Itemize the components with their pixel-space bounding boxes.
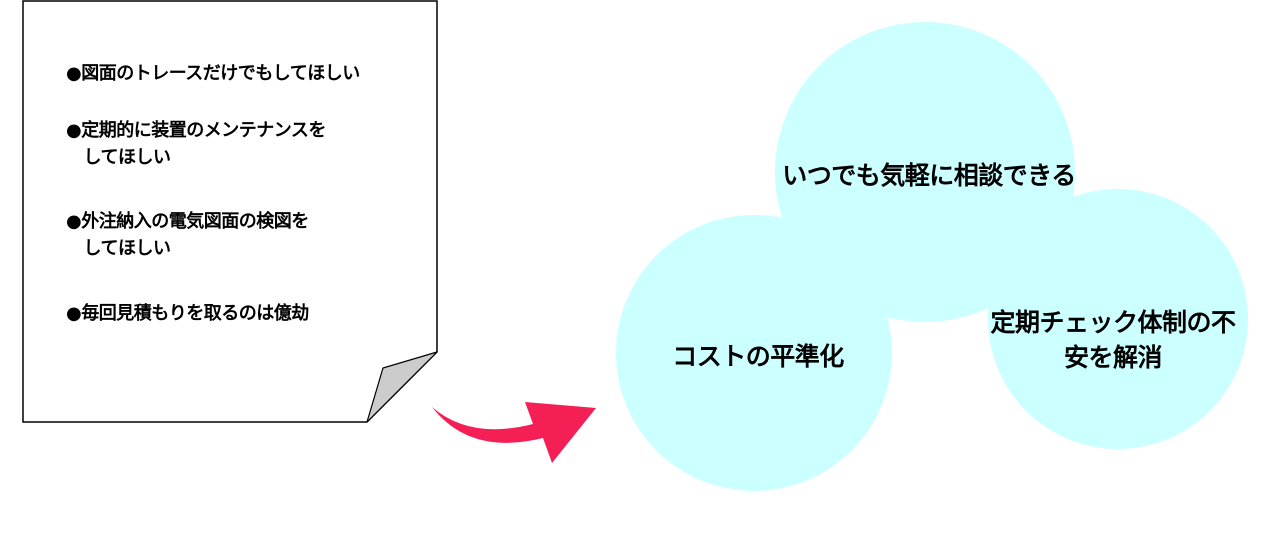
benefit-circle-left (616, 215, 892, 491)
note-item: ●定期的に装置のメンテナンスを してほしい (66, 120, 326, 168)
note-item: ●図面のトレースだけでもしてほしい (66, 63, 360, 84)
benefit-left-text: コストの平準化 (672, 342, 844, 371)
benefit-circle-right (988, 189, 1248, 449)
benefit-circle-top (775, 22, 1075, 322)
note-item: ●外注納入の電気図面の検図を してほしい (66, 211, 309, 259)
note-item: ●毎回見積もりを取るのは億劫 (66, 303, 309, 324)
page-curl (366, 351, 438, 423)
arrow-icon (432, 402, 596, 463)
benefit-right-text: 定期チェック体制の不 安を解消 (990, 308, 1236, 372)
benefit-top-text: いつでも気軽に相談できる (782, 161, 1076, 190)
